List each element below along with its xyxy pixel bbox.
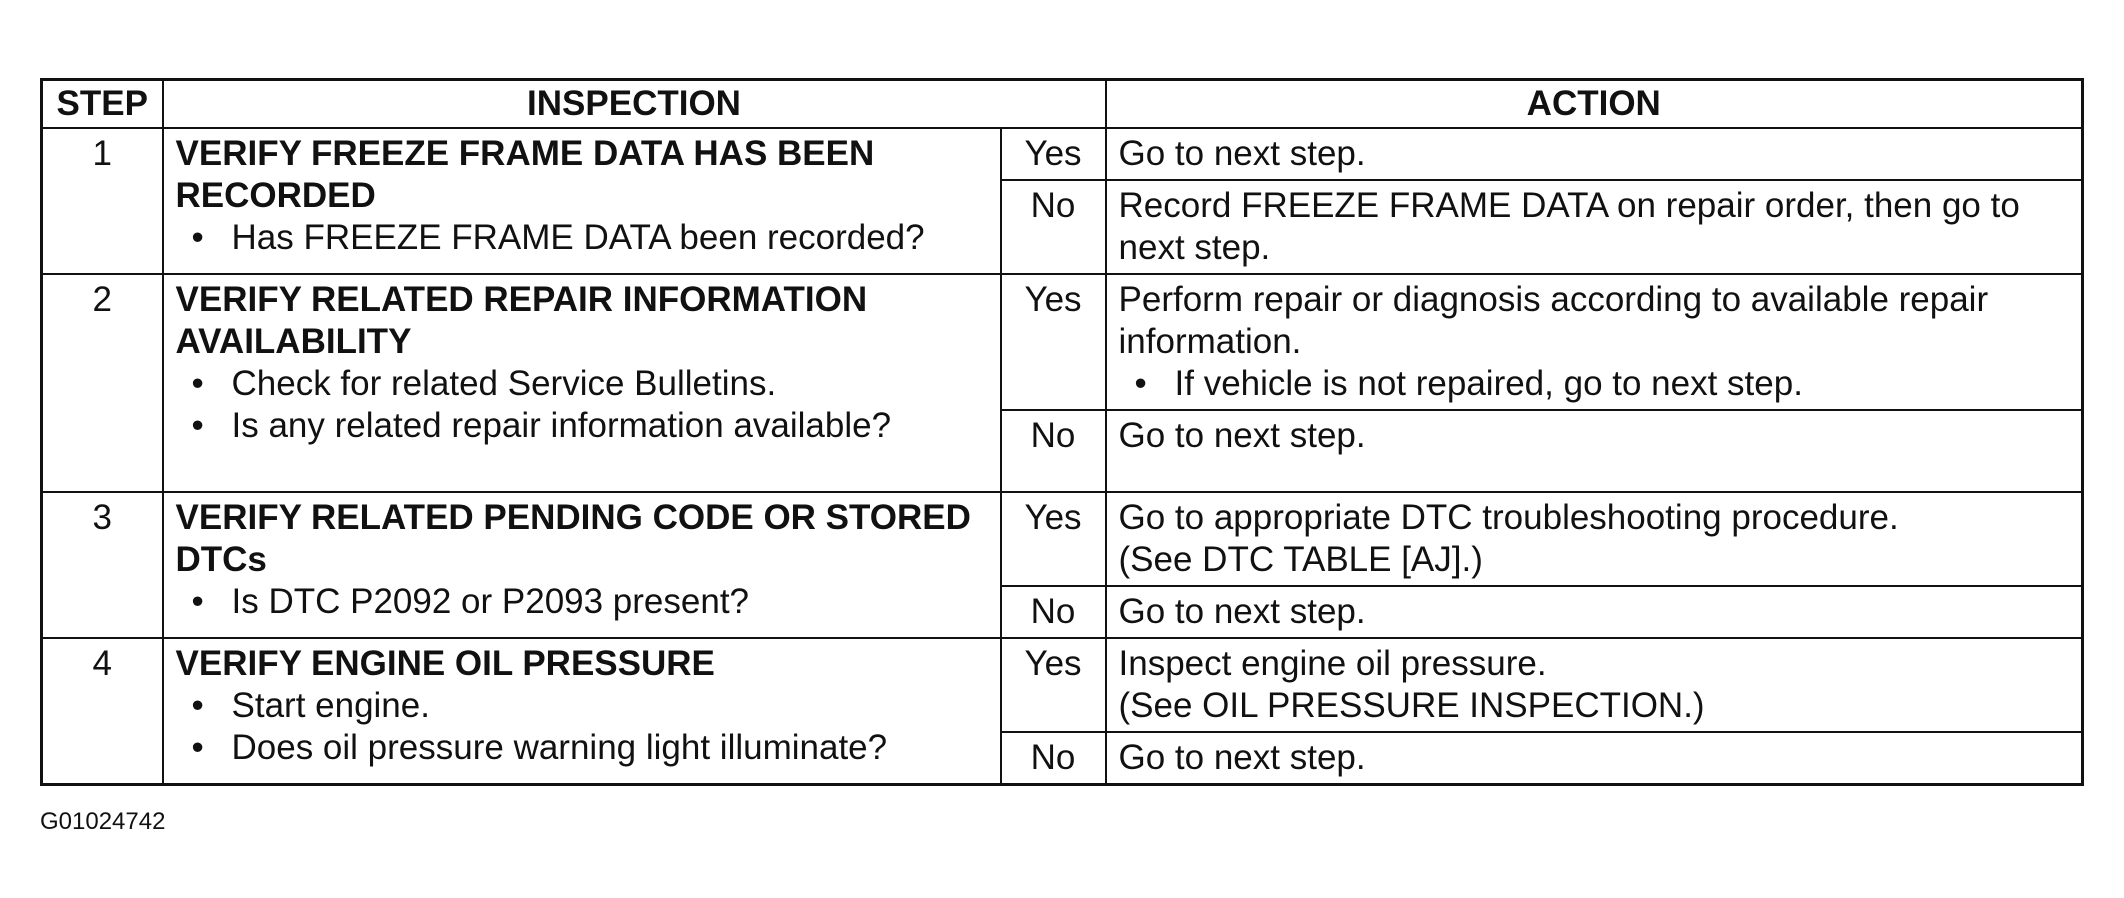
action-text: Inspect engine oil pressure.	[1118, 644, 1547, 683]
yes-action: Perform repair or diagnosis according to…	[1104, 273, 2084, 411]
action-bullets: If vehicle is not repaired, go to next s…	[1119, 363, 2069, 405]
inspection-title: VERIFY ENGINE OIL PRESSURE	[175, 644, 715, 683]
no-action: Go to next step.	[1104, 731, 2084, 786]
action-text: Record FREEZE FRAME DATA on repair order…	[1118, 186, 2020, 267]
step-number: 3	[40, 491, 164, 639]
action-bullet: If vehicle is not repaired, go to next s…	[1134, 363, 2069, 405]
step-number: 2	[40, 273, 164, 493]
inspection-bullets: Has FREEZE FRAME DATA been recorded?	[176, 217, 988, 259]
inspection-title: VERIFY RELATED PENDING CODE OR STORED DT…	[175, 498, 971, 579]
yes-action: Go to next step.	[1104, 127, 2084, 181]
step-row-3-yes: 3 VERIFY RELATED PENDING CODE OR STORED …	[40, 491, 2084, 639]
no-label: No	[999, 731, 1107, 786]
no-label: No	[999, 409, 1107, 493]
step-row-4-no: No Go to next step.	[42, 731, 2084, 786]
yes-label: Yes	[999, 127, 1107, 181]
inspection-bullet: Is any related repair information availa…	[192, 405, 988, 447]
figure-id: G01024742	[40, 808, 166, 835]
diagnostic-procedure-table: STEP INSPECTION ACTION 1 VERIFY FREEZE F…	[40, 78, 2084, 786]
action-text: Go to appropriate DTC troubleshooting pr…	[1118, 498, 1899, 537]
inspection-bullets: Is DTC P2092 or P2093 present?	[176, 581, 988, 623]
inspection-cell: VERIFY RELATED PENDING CODE OR STORED DT…	[161, 491, 1002, 639]
yes-action: Go to appropriate DTC troubleshooting pr…	[1104, 491, 2084, 587]
inspection-bullet: Start engine.	[192, 685, 988, 727]
step-row-2-yes: 2 VERIFY RELATED REPAIR INFORMATION AVAI…	[40, 273, 2084, 493]
action-text: Perform repair or diagnosis according to…	[1118, 280, 1989, 361]
no-action: Go to next step.	[1104, 409, 2084, 493]
header-inspection: INSPECTION	[161, 78, 1107, 129]
action-text: Go to next step.	[1118, 592, 1366, 631]
inspection-bullet: Check for related Service Bulletins.	[192, 363, 988, 405]
action-text: Go to next step.	[1118, 134, 1366, 173]
yes-label: Yes	[999, 637, 1107, 733]
step-number: 1	[40, 127, 164, 275]
header-step: STEP	[40, 78, 164, 129]
no-label: No	[999, 585, 1107, 639]
no-action: Record FREEZE FRAME DATA on repair order…	[1104, 179, 2084, 275]
action-text: (See DTC TABLE [AJ].)	[1118, 540, 1483, 579]
step-row-2-no: No Go to next step.	[42, 409, 2084, 493]
inspection-bullets: Start engine. Does oil pressure warning …	[176, 685, 988, 769]
action-text: Go to next step.	[1118, 416, 1366, 455]
header-row: STEP INSPECTION ACTION	[40, 78, 2084, 129]
inspection-bullets: Check for related Service Bulletins. Is …	[176, 363, 988, 447]
no-label: No	[999, 179, 1107, 275]
yes-label: Yes	[999, 273, 1107, 411]
yes-action: Inspect engine oil pressure. (See OIL PR…	[1104, 637, 2084, 733]
inspection-bullet: Has FREEZE FRAME DATA been recorded?	[192, 217, 988, 259]
header-action: ACTION	[1104, 78, 2084, 129]
step-row-4-yes: 4 VERIFY ENGINE OIL PRESSURE Start engin…	[40, 637, 2084, 786]
inspection-cell: VERIFY RELATED REPAIR INFORMATION AVAILA…	[161, 273, 1002, 493]
inspection-bullet: Is DTC P2092 or P2093 present?	[192, 581, 988, 623]
inspection-cell: VERIFY ENGINE OIL PRESSURE Start engine.…	[161, 637, 1002, 786]
step-row-1-yes: 1 VERIFY FREEZE FRAME DATA HAS BEEN RECO…	[40, 127, 2084, 275]
yes-label: Yes	[999, 491, 1107, 587]
step-row-1-no: No Record FREEZE FRAME DATA on repair or…	[42, 179, 2084, 275]
inspection-title: VERIFY RELATED REPAIR INFORMATION AVAILA…	[175, 280, 868, 361]
step-row-3-no: No Go to next step.	[42, 585, 2084, 639]
inspection-bullet: Does oil pressure warning light illumina…	[192, 727, 988, 769]
inspection-cell: VERIFY FREEZE FRAME DATA HAS BEEN RECORD…	[161, 127, 1002, 275]
action-text: (See OIL PRESSURE INSPECTION.)	[1118, 686, 1705, 725]
action-text: Go to next step.	[1118, 738, 1366, 777]
inspection-title: VERIFY FREEZE FRAME DATA HAS BEEN RECORD…	[175, 134, 875, 215]
no-action: Go to next step.	[1104, 585, 2084, 639]
step-number: 4	[40, 637, 164, 786]
